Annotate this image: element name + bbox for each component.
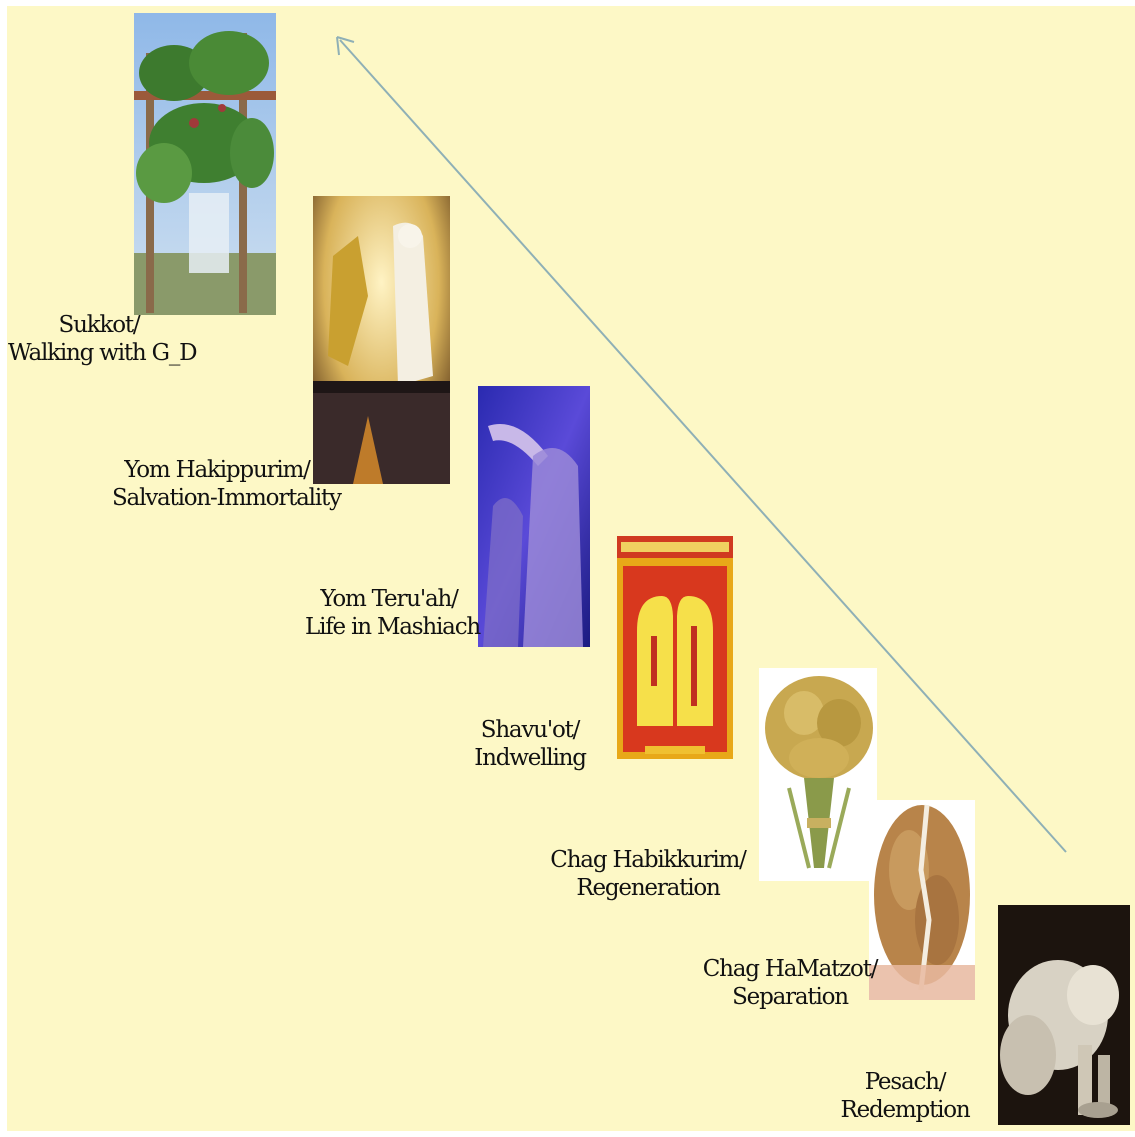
yom-hakippurim-image xyxy=(313,196,450,484)
chag-habikkurim-image xyxy=(759,668,877,881)
feast-meaning: Life in Mashiach xyxy=(305,613,473,641)
top-border xyxy=(0,0,1135,6)
left-border xyxy=(0,0,7,1137)
shofar-blower-icon xyxy=(478,386,590,647)
feast-meaning: Regeneration xyxy=(548,874,748,902)
feast-meaning: Redemption xyxy=(840,1096,970,1124)
feast-name: Pesach/ xyxy=(840,1068,970,1096)
shavuot-image xyxy=(617,536,733,759)
label-shavuot: Shavu'ot/ Indwelling xyxy=(470,716,590,772)
torah-tablets-icon xyxy=(617,536,733,759)
high-priest-altar-icon xyxy=(313,196,450,484)
pesach-image xyxy=(998,905,1130,1125)
feast-name: Sukkot/ xyxy=(8,311,190,339)
lamb-icon xyxy=(998,905,1130,1125)
feast-name: Yom Teru'ah/ xyxy=(305,585,473,613)
label-sukkot: Sukkot/ Walking with G_D xyxy=(8,311,190,367)
feast-name: Yom Hakippurim/ xyxy=(112,456,322,484)
label-pesach: Pesach/ Redemption xyxy=(840,1068,970,1124)
sukkot-image xyxy=(134,13,276,315)
yom-teruah-image xyxy=(478,386,590,647)
feast-meaning: Separation xyxy=(700,983,880,1011)
feast-meaning: Salvation-Immortality xyxy=(112,484,322,512)
chag-hamatzot-image xyxy=(869,800,975,1000)
label-yom-hakippurim: Yom Hakippurim/ Salvation-Immortality xyxy=(112,456,322,512)
feast-name: Chag Habikkurim/ xyxy=(548,846,748,874)
feast-meaning: Walking with G_D xyxy=(8,339,190,367)
feast-name: Shavu'ot/ xyxy=(470,716,590,744)
label-chag-habikkurim: Chag Habikkurim/ Regeneration xyxy=(548,846,748,902)
label-yom-teruah: Yom Teru'ah/ Life in Mashiach xyxy=(305,585,473,641)
wheat-sheaf-icon xyxy=(759,668,877,881)
label-chag-hamatzot: Chag HaMatzot/ Separation xyxy=(700,955,880,1011)
feast-name: Chag HaMatzot/ xyxy=(700,955,880,983)
sukkah-booth-icon xyxy=(134,13,276,315)
feast-meaning: Indwelling xyxy=(470,744,590,772)
matzah-bread-icon xyxy=(869,800,975,1000)
bottom-border xyxy=(0,1131,1135,1137)
